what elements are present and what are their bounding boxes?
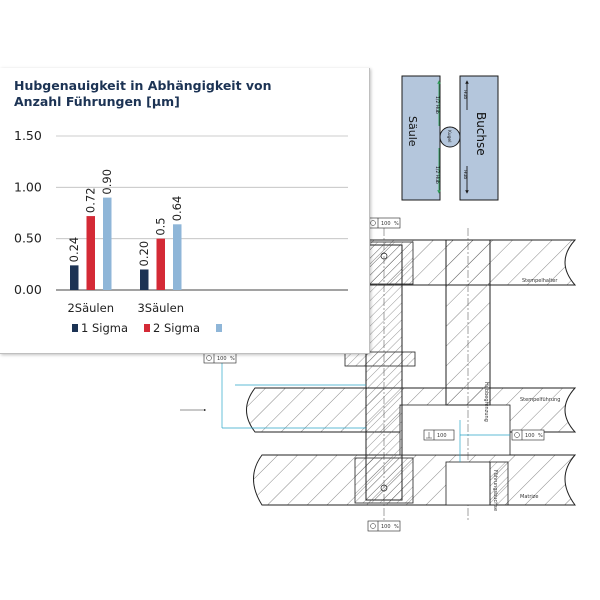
- bar: [70, 265, 79, 290]
- label-matrize: Matrize: [520, 494, 538, 500]
- legend-swatch: [72, 324, 78, 332]
- chart-title-line-2: Anzahl Führungen [µm]: [14, 94, 180, 109]
- y-tick-label: 1.50: [14, 128, 42, 143]
- category-label: 2Säulen: [67, 301, 114, 315]
- svg-text:100: 100: [437, 433, 447, 439]
- kugel-label: Kugel: [446, 130, 452, 142]
- svg-text:100: 100: [217, 356, 227, 362]
- data-label: 0.90: [100, 169, 114, 195]
- label-hubbegrenzung: Hubbegrenzung: [483, 382, 489, 422]
- category-label: 3Säulen: [137, 301, 184, 315]
- kugel-ball: [439, 126, 461, 148]
- buchse-block: [459, 75, 499, 201]
- data-label: 0.64: [170, 196, 184, 222]
- legend-label: 2 Sigma: [153, 321, 200, 335]
- data-label: 0.20: [137, 241, 151, 267]
- chart-panel: Hubgenauigkeit in Abhängigkeit von Anzah…: [0, 68, 370, 354]
- data-label: 0.72: [84, 187, 98, 213]
- bar: [103, 197, 112, 290]
- saeule-label: Säule: [406, 116, 419, 147]
- chart-title: Hubgenauigkeit in Abhängigkeit von Anzah…: [14, 78, 354, 110]
- svg-text:%: %: [538, 433, 543, 439]
- half-hub-label-bottom: 1/2 Hub: [434, 166, 440, 184]
- legend-label: 1 Sigma: [81, 321, 128, 335]
- svg-text:100: 100: [381, 221, 391, 227]
- guide-schematic: Kugel Säule Buchse 1/2 Hub 1/2 Hub Hub H…: [401, 75, 499, 201]
- tolerance-frame-right: 100 %: [511, 429, 545, 441]
- data-label: 0.24: [67, 237, 81, 263]
- svg-text:%: %: [394, 524, 399, 530]
- tolerance-frame-left: 100 %: [203, 352, 237, 364]
- tolerance-frame-top: 100 %: [367, 217, 401, 229]
- svg-text:%: %: [394, 221, 399, 227]
- half-hub-label-top: 1/2 Hub: [434, 96, 440, 114]
- bar: [156, 238, 165, 290]
- label-fuehrungsbuchse: Führungsbuchse: [492, 470, 498, 511]
- label-stempelfuehrung: Stempelführung: [520, 397, 560, 403]
- bar: [173, 224, 182, 290]
- y-tick-label: 1.00: [14, 179, 42, 194]
- tolerance-frame-bottom: 100 %: [367, 520, 401, 532]
- bar: [86, 216, 95, 290]
- buchse-label: Buchse: [474, 112, 488, 156]
- y-tick-label: 0.00: [14, 282, 42, 297]
- label-stempelhalter: Stempelhalter: [522, 278, 558, 284]
- hub-label-top: Hub: [462, 90, 468, 99]
- legend-swatch: [216, 324, 222, 332]
- svg-text:%: %: [230, 356, 235, 362]
- hub-label-bottom: Hub: [462, 170, 468, 179]
- bar-chart: 0.000.501.001.500.240.720.902Säulen0.200…: [14, 128, 348, 335]
- legend-swatch: [144, 324, 150, 332]
- perpendicularity-frame: 100: [423, 429, 455, 441]
- svg-text:100: 100: [381, 524, 391, 530]
- bar: [140, 269, 149, 290]
- saeule-block: [401, 75, 441, 201]
- chart-title-line-1: Hubgenauigkeit in Abhängigkeit von: [14, 78, 272, 93]
- y-tick-label: 0.50: [14, 231, 42, 246]
- svg-text:100: 100: [525, 433, 535, 439]
- punch-gap: [399, 404, 511, 456]
- data-label: 0.5: [154, 217, 168, 235]
